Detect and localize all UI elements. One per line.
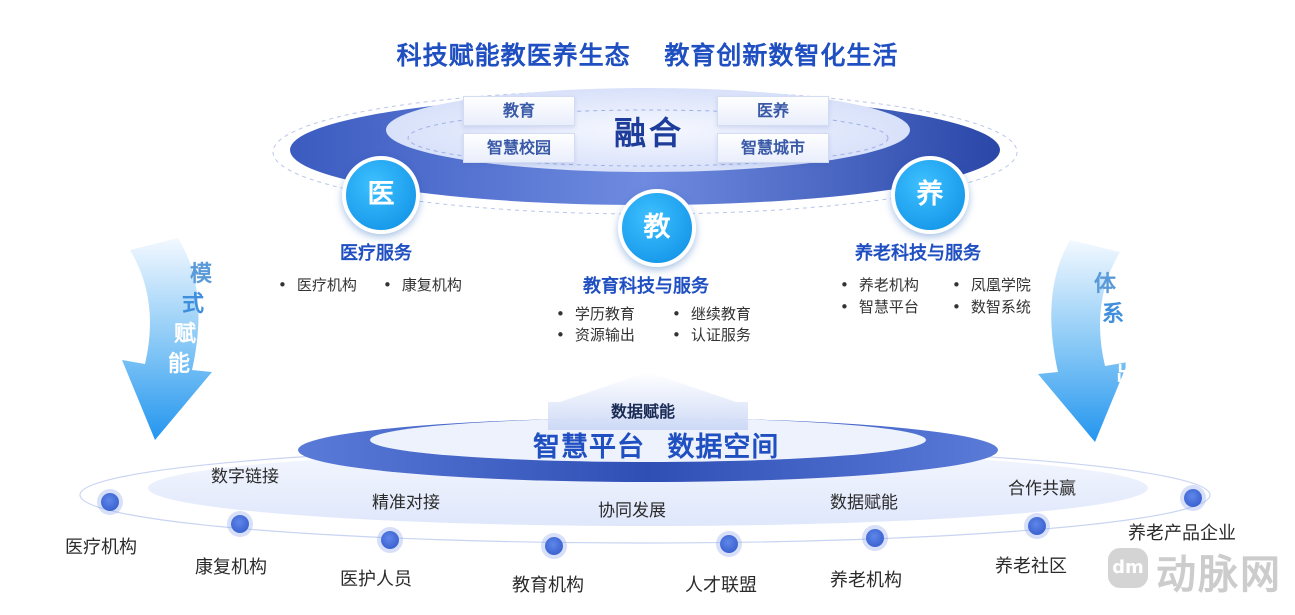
medical-item: 医疗机构 xyxy=(278,274,357,295)
node-dot xyxy=(1028,517,1046,535)
right-arrow-char: 系 xyxy=(1101,302,1124,327)
node-label: 养老社区 xyxy=(995,556,1067,577)
medical-title: 医疗服务 xyxy=(340,243,412,264)
elderly-item: 数智系统 xyxy=(952,296,1031,317)
node-label: 医护人员 xyxy=(340,569,412,590)
platform-title: 智慧平台 数据空间 xyxy=(533,432,780,463)
elderly-item: 凤凰学院 xyxy=(952,274,1031,295)
ring-label: 精准对接 xyxy=(372,493,440,513)
medical-icon: 医 xyxy=(342,156,420,234)
right-arrow-char: 出 xyxy=(1115,362,1138,387)
left-arrow-char: 赋 xyxy=(173,322,196,347)
ring-label: 协同发展 xyxy=(598,501,666,521)
tag-smart-city: 智慧城市 xyxy=(717,133,829,163)
elderly-item: 智慧平台 xyxy=(840,296,919,317)
left-arrow-char: 能 xyxy=(167,352,190,377)
node-label: 康复机构 xyxy=(195,557,267,578)
node-label: 教育机构 xyxy=(512,575,584,596)
left-arrow-char: 模 xyxy=(189,262,212,287)
node-dot xyxy=(1184,489,1202,507)
education-title: 教育科技与服务 xyxy=(583,276,709,297)
node-dot xyxy=(866,529,884,547)
node-dot xyxy=(381,531,399,549)
node-label: 养老产品企业 xyxy=(1128,523,1236,544)
fusion-center-label: 融合 xyxy=(614,114,685,152)
right-arrow-char: 体 xyxy=(1093,272,1116,297)
education-item: 继续教育 xyxy=(672,303,751,324)
ring-label: 数字链接 xyxy=(211,467,279,487)
elderly-title: 养老科技与服务 xyxy=(855,243,981,264)
elderly-icon: 养 xyxy=(891,156,969,234)
tag-medical-elderly: 医养 xyxy=(717,96,829,126)
education-item: 学历教育 xyxy=(556,303,635,324)
ring-label: 数据赋能 xyxy=(830,493,898,513)
education-item: 资源输出 xyxy=(556,324,635,345)
node-dot xyxy=(720,535,738,553)
node-dot xyxy=(101,493,119,511)
watermark-logo: dm xyxy=(1108,548,1148,588)
right-arrow-char: 输 xyxy=(1109,332,1132,357)
node-label: 医疗机构 xyxy=(65,537,137,558)
node-dot xyxy=(231,515,249,533)
ring-label: 合作共赢 xyxy=(1008,479,1076,499)
node-dot xyxy=(545,537,563,555)
tag-smart-campus: 智慧校园 xyxy=(463,133,575,163)
medical-item: 康复机构 xyxy=(383,274,462,295)
tag-education: 教育 xyxy=(463,96,575,126)
education-icon: 教 xyxy=(618,189,696,267)
node-label: 养老机构 xyxy=(830,570,902,591)
watermark-text: 动脉网 xyxy=(1156,552,1282,598)
education-item: 认证服务 xyxy=(672,324,751,345)
node-label: 人才联盟 xyxy=(685,575,757,596)
page-title: 科技赋能教医养生态 教育创新数智化生活 xyxy=(396,41,899,70)
elderly-item: 养老机构 xyxy=(840,274,919,295)
platform-arrow-label: 数据赋能 xyxy=(611,402,676,421)
left-arrow-char: 式 xyxy=(181,292,204,317)
